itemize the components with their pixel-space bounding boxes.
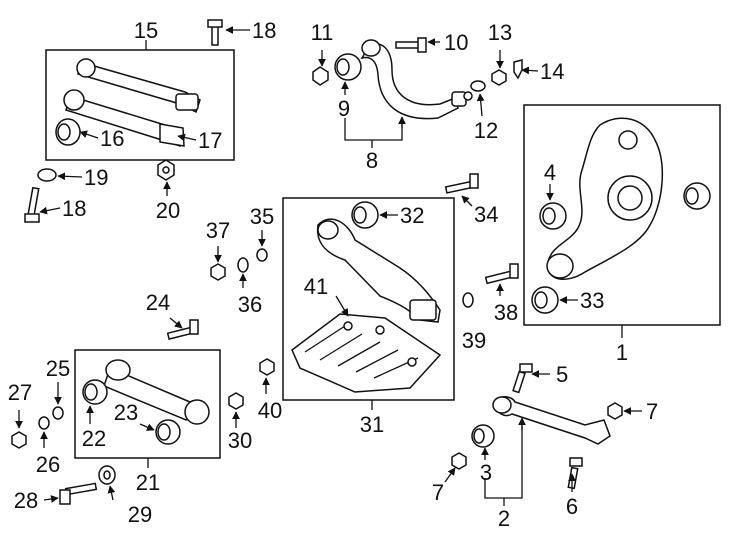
bolt-5: [512, 363, 533, 394]
bushing-23: [155, 419, 181, 445]
group-box-31: [282, 197, 455, 401]
callout-19: 19: [84, 165, 108, 190]
knuckle-1: [546, 117, 664, 281]
callout-9: 9: [338, 96, 350, 121]
bushing-22: [82, 379, 108, 405]
upper-control-arm-8: [360, 39, 473, 120]
nut-27: [11, 431, 27, 449]
callout-28: 28: [14, 488, 38, 513]
washer-26: [38, 416, 50, 430]
bolt-18-top: [207, 19, 223, 46]
washer-35: [256, 248, 268, 262]
callout-31: 31: [360, 412, 384, 437]
callout-13: 13: [488, 20, 512, 45]
nut-40: [259, 358, 275, 376]
callout-38: 38: [494, 300, 518, 325]
callout-5: 5: [556, 362, 568, 387]
washer-36: [237, 257, 249, 273]
callout-18-side: 18: [62, 196, 86, 221]
callout-7-right: 7: [646, 399, 658, 424]
splash-shield-41: [291, 313, 442, 393]
callout-27: 27: [8, 380, 32, 405]
callout-4: 4: [544, 160, 556, 185]
clip-14: [513, 59, 523, 80]
washer-29: [98, 465, 116, 485]
bolt-24: [166, 319, 199, 340]
callout-41: 41: [304, 274, 328, 299]
callout-10: 10: [444, 30, 468, 55]
callout-39: 39: [462, 328, 486, 353]
callout-16: 16: [100, 126, 124, 151]
bushing-knuckle-right: [683, 182, 711, 210]
callout-30: 30: [228, 428, 252, 453]
lower-lateral-link: [63, 89, 185, 147]
callout-8: 8: [366, 148, 378, 173]
callout-3: 3: [480, 460, 492, 485]
nut-20: [157, 159, 175, 181]
bushing-32: [351, 201, 379, 229]
callout-11: 11: [311, 20, 334, 45]
toe-link-21: [103, 359, 210, 425]
upper-lateral-link: [76, 58, 201, 114]
bushing-3: [471, 424, 495, 448]
callout-25: 25: [46, 356, 70, 381]
washer-39: [462, 292, 474, 308]
callout-7-lower: 7: [432, 480, 444, 505]
callout-33: 33: [580, 288, 604, 313]
callout-37: 37: [206, 218, 230, 243]
nut-7-right: [607, 402, 623, 420]
callout-35: 35: [250, 204, 274, 229]
callout-21: 21: [136, 470, 160, 495]
callout-15: 15: [134, 18, 158, 43]
callout-17: 17: [198, 128, 222, 153]
callout-23: 23: [114, 400, 138, 425]
washer-12: [470, 80, 486, 92]
callout-29: 29: [128, 502, 152, 527]
bushing-4: [539, 202, 567, 230]
group-box-15: [45, 49, 235, 161]
lower-control-arm: [316, 218, 441, 323]
callout-40: 40: [258, 398, 282, 423]
bolt-6: [567, 457, 583, 490]
callout-1: 1: [616, 340, 628, 365]
nut-30: [228, 392, 244, 410]
callout-20: 20: [156, 198, 180, 223]
nut-11: [312, 66, 329, 86]
callout-18-top: 18: [252, 18, 276, 43]
callout-24: 24: [146, 290, 170, 315]
callout-6: 6: [566, 494, 578, 519]
callout-14: 14: [540, 59, 564, 84]
nut-13: [491, 69, 507, 86]
washer-19: [37, 168, 57, 182]
bushing-16: [55, 118, 81, 146]
bushing-33: [531, 286, 559, 314]
nut-37: [210, 263, 226, 281]
bolt-10: [395, 37, 427, 53]
callout-26: 26: [36, 452, 60, 477]
lower-arm-2: [492, 396, 611, 445]
callout-22: 22: [82, 426, 106, 451]
callout-32: 32: [400, 203, 424, 228]
washer-25: [52, 406, 64, 420]
bolt-34: [444, 173, 479, 194]
callout-36: 36: [238, 292, 262, 317]
callout-2: 2: [498, 506, 510, 531]
bushing-9: [334, 53, 362, 81]
bolt-38: [484, 263, 519, 285]
bolt-18-side: [24, 186, 40, 223]
bolt-28: [59, 482, 98, 505]
callout-34: 34: [474, 202, 498, 227]
nut-7-lower: [451, 452, 467, 470]
callout-12: 12: [474, 118, 498, 143]
